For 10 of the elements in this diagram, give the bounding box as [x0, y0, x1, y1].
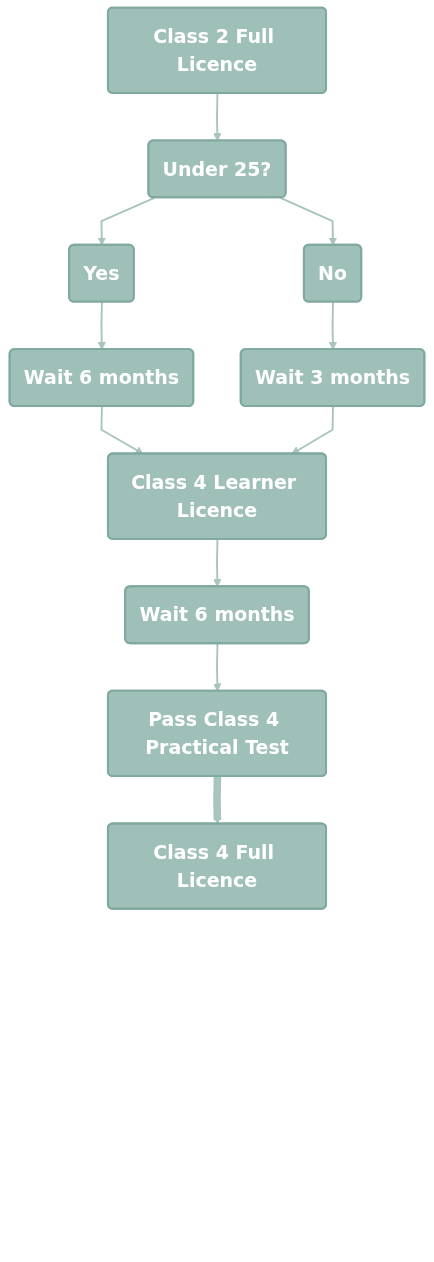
- arrow: [279, 196, 338, 246]
- arrow: [100, 405, 144, 455]
- arrow: [213, 642, 222, 692]
- arrow: [213, 538, 222, 588]
- arrow: [97, 301, 106, 350]
- arrow: [213, 776, 222, 825]
- arrow: [97, 196, 156, 246]
- arrow: [328, 301, 338, 350]
- arrow: [213, 92, 222, 142]
- arrow: [291, 405, 334, 455]
